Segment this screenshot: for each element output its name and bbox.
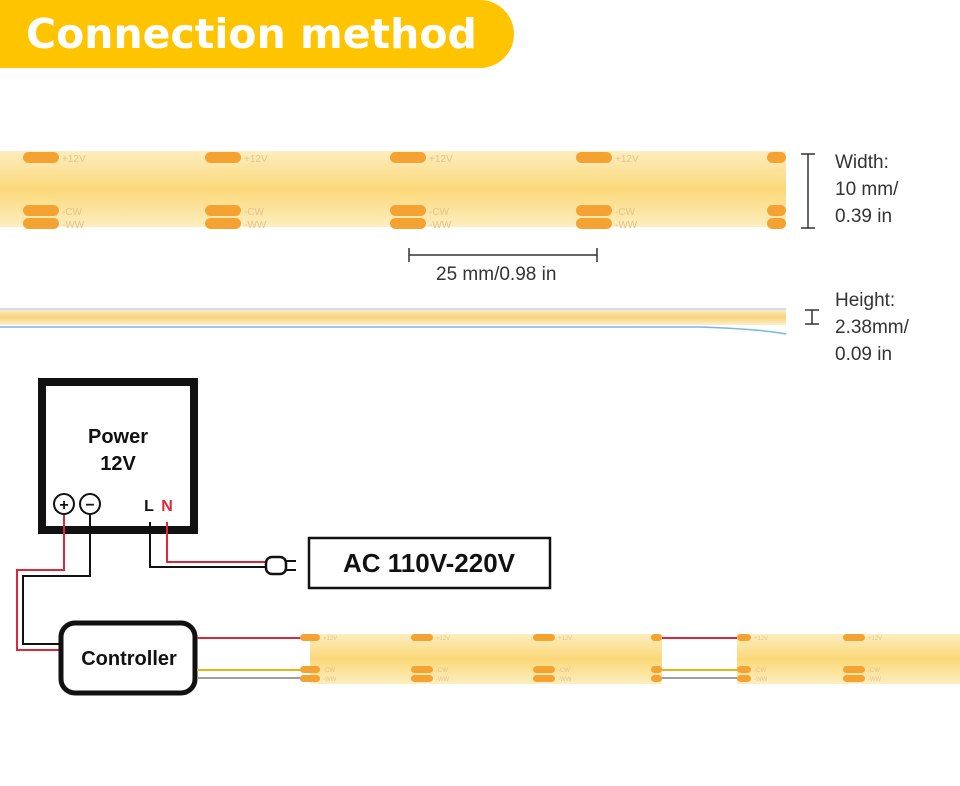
strip-pad-label: +12V xyxy=(429,154,453,165)
strip-pad-label: +12V xyxy=(323,636,337,642)
solder-pad xyxy=(767,205,786,216)
strip-pad-label: -WW xyxy=(323,677,337,683)
n-terminal-label: N xyxy=(161,498,173,515)
solder-pad xyxy=(411,675,433,682)
controller: Controller xyxy=(58,620,198,696)
strip-pad-label: +12V xyxy=(244,154,268,165)
ac-input-box: AC 110V-220V xyxy=(307,536,552,590)
strip-pad-label: -CW xyxy=(558,668,570,674)
strip-pad-label: +12V xyxy=(754,636,768,642)
solder-pad xyxy=(737,634,751,641)
height-mm: 2.38mm/ xyxy=(835,317,909,338)
solder-pad xyxy=(300,675,320,682)
power-supply: Power 12V + − L N xyxy=(38,378,198,534)
led-strip-top: +12V -CW -WW +12V -CW -WW +12V -CW -WW +12V -CW -WW xyxy=(0,151,786,231)
strip-pad-label: -CW xyxy=(429,207,450,218)
controller-label: Controller xyxy=(81,648,177,670)
solder-pad xyxy=(737,675,751,682)
led-strip-segment-2: +12V -CW -WW +12V -CW -WW xyxy=(737,634,960,684)
solder-pad xyxy=(23,205,59,216)
solder-pad xyxy=(533,666,555,673)
led-strip-segment-1: +12V -CW -WW +12V -CW -WW +12V -CW -WW xyxy=(300,634,662,684)
solder-pad xyxy=(576,205,612,216)
solder-pad xyxy=(23,152,59,163)
plus-terminal-icon xyxy=(53,493,75,515)
width-mm: 10 mm/ xyxy=(835,179,899,200)
strip-pads: +12V -CW -WW +12V -CW -WW +12V -CW -WW +12V -CW -WW xyxy=(23,152,786,231)
solder-pad xyxy=(576,218,612,229)
strip-pad-label: -CW xyxy=(615,207,636,218)
solder-pad xyxy=(651,675,662,682)
strip-pad-label: +12V xyxy=(615,154,639,165)
strip-pad-label: -WW xyxy=(429,220,452,231)
solder-pad xyxy=(205,218,241,229)
solder-pad xyxy=(205,152,241,163)
plug-icon xyxy=(264,555,296,576)
solder-pad xyxy=(843,666,865,673)
page-title: Connection method xyxy=(26,10,477,58)
strip-pad-label: -CW xyxy=(868,668,880,674)
strip-pad-label: +12V xyxy=(868,636,882,642)
solder-pad xyxy=(651,634,662,641)
power-voltage: 12V xyxy=(100,453,136,475)
controller-output-wires xyxy=(197,637,310,679)
strip-pad-label: +12V xyxy=(436,636,450,642)
strip-pad-label: -WW xyxy=(244,220,267,231)
minus-terminal-icon xyxy=(79,493,101,515)
solder-pad xyxy=(411,634,433,641)
strip-pad-label: -WW xyxy=(436,677,450,683)
minus-terminal-label: − xyxy=(85,497,94,514)
pitch-dimension-marker xyxy=(408,248,598,262)
solder-pad xyxy=(411,666,433,673)
strip-pad-label: +12V xyxy=(558,636,572,642)
strip-pad-label: -WW xyxy=(615,220,638,231)
pitch-label: 25 mm/0.98 in xyxy=(436,264,557,285)
strip-pad-label: -WW xyxy=(868,677,882,683)
solder-pad xyxy=(843,634,865,641)
l-terminal-label: L xyxy=(144,498,154,515)
height-dimension-marker xyxy=(805,309,819,325)
strip-pad-label: -WW xyxy=(558,677,572,683)
solder-pad xyxy=(576,152,612,163)
strip-pad-label: -CW xyxy=(436,668,448,674)
solder-pad xyxy=(737,666,751,673)
solder-pad xyxy=(23,218,59,229)
width-in: 0.39 in xyxy=(835,206,893,227)
solder-pad xyxy=(300,666,320,673)
segment-link-wires xyxy=(662,637,737,679)
power-to-controller-wires xyxy=(16,515,91,651)
solder-pad xyxy=(533,675,555,682)
width-label: Width: xyxy=(835,152,889,173)
strip-body xyxy=(0,151,786,227)
strip-pad-label: -CW xyxy=(323,668,335,674)
solder-pad xyxy=(390,205,426,216)
height-in: 0.09 in xyxy=(835,344,893,365)
solder-pad xyxy=(390,218,426,229)
strip-pad-label: -CW xyxy=(62,207,83,218)
ac-label: AC 110V-220V xyxy=(343,548,516,578)
ac-wires xyxy=(149,522,268,568)
strip-pad-label: -CW xyxy=(754,668,766,674)
strip-pad-label: -CW xyxy=(244,207,265,218)
height-label: Height: xyxy=(835,290,896,311)
solder-pad xyxy=(533,634,555,641)
solder-pad xyxy=(843,675,865,682)
led-strip-side xyxy=(0,308,787,335)
solder-pad xyxy=(651,666,662,673)
plus-terminal-label: + xyxy=(59,497,68,514)
solder-pad xyxy=(767,152,786,163)
solder-pad xyxy=(390,152,426,163)
width-dimension-marker xyxy=(801,153,815,229)
power-label: Power xyxy=(88,426,148,448)
title-banner xyxy=(0,0,514,68)
solder-pad xyxy=(205,205,241,216)
solder-pad xyxy=(767,218,786,229)
strip-pad-label: -WW xyxy=(62,220,85,231)
strip-pad-label: -WW xyxy=(754,677,768,683)
strip-pad-label: +12V xyxy=(62,154,86,165)
solder-pad xyxy=(300,634,320,641)
